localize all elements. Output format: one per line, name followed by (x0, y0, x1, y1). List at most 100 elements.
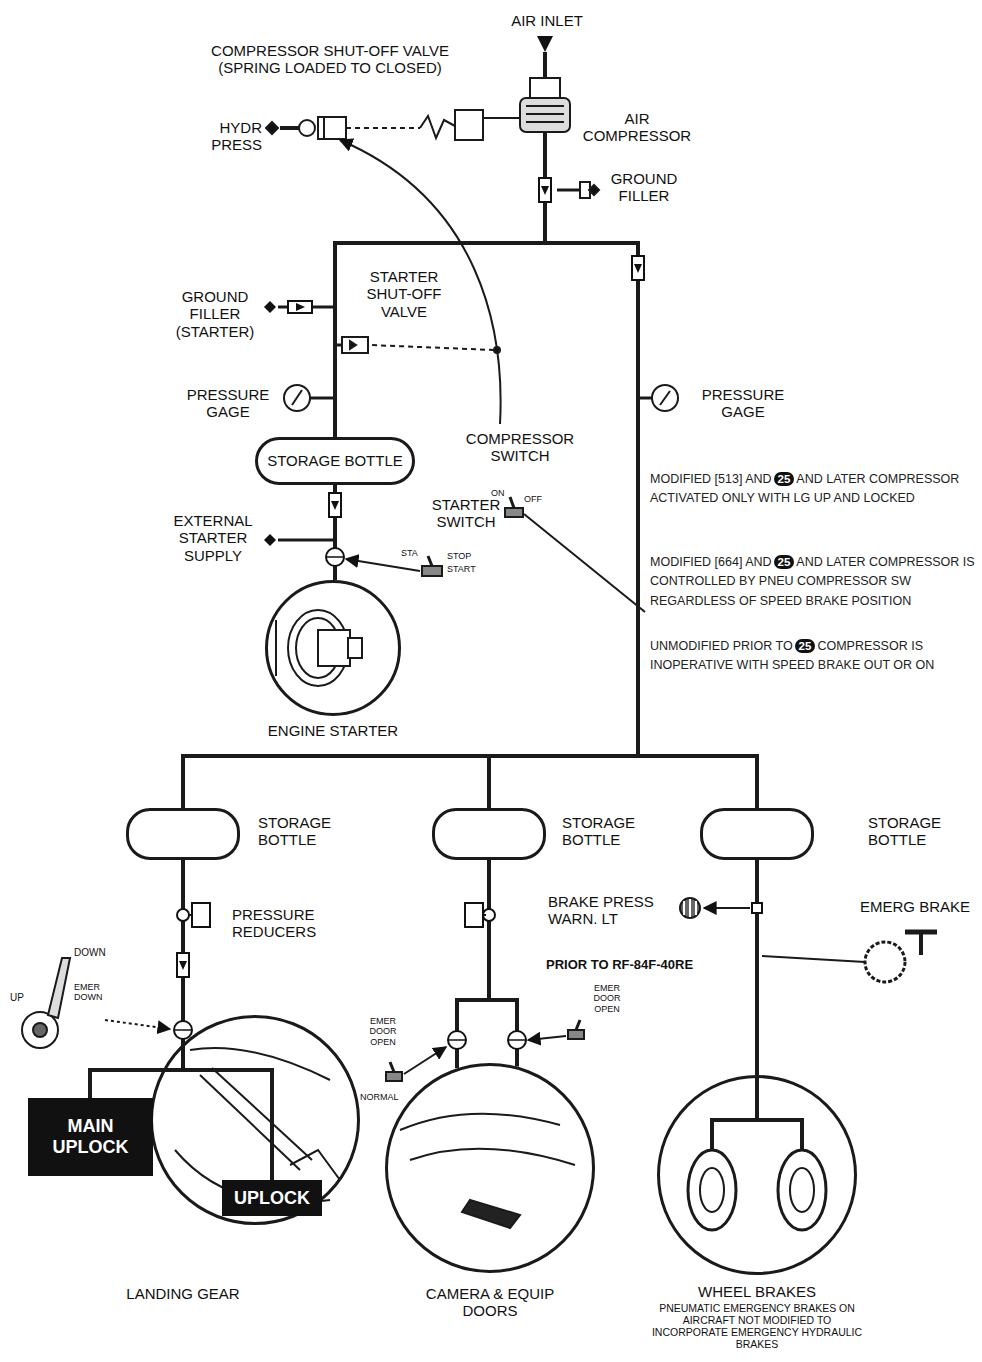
emergency-brake-handle (762, 956, 865, 962)
switch-position: STA (401, 548, 418, 558)
compressor-shutoff-valve (280, 126, 300, 130)
brake-warning-light (680, 898, 700, 918)
door-switch (576, 1020, 580, 1030)
switch-label: STARTER SWITCH (424, 496, 508, 531)
gear-handle (33, 1023, 47, 1037)
note-block: UNMODIFIED PRIOR TO25COMPRESSOR IS INOPE… (650, 637, 976, 676)
brake-warning-light (695, 901, 697, 915)
camera-doors: CAMERA & EQUIP DOORS (385, 1063, 595, 1273)
wheel-drawing (778, 1150, 826, 1230)
brake-warning-light (689, 899, 691, 917)
uplock-box: MAIN UPLOCK (28, 1098, 153, 1176)
engine-starter-drawing (318, 630, 350, 666)
switch-position: EMER DOOR OPEN (584, 983, 630, 1014)
handle-position: UP (10, 992, 24, 1004)
handle-label: EMERG BRAKE (860, 898, 975, 915)
selector-valve (508, 1031, 526, 1049)
starter-ground-filler (264, 301, 335, 313)
ground-filler (557, 182, 599, 198)
gear-handle (105, 1020, 170, 1029)
gear-handle (22, 958, 170, 1048)
engine-starter-drawing (348, 638, 362, 658)
callout-badge: 25 (774, 472, 795, 486)
pneumatic-line (335, 243, 757, 808)
check-valve (632, 256, 644, 280)
storage-bottle: STORAGE BOTTLE (432, 808, 546, 860)
gage-label: PRESSURE GAGE (185, 386, 271, 421)
wheel-drawing (700, 1168, 724, 1212)
pressure-gage (310, 397, 335, 400)
brake-warning-light (680, 898, 750, 918)
switch-label: COMPRESSOR SWITCH (450, 430, 590, 465)
brake-warning-light (704, 907, 750, 909)
engine-starter-drawing (275, 620, 277, 676)
pressure-reducer (189, 914, 192, 916)
landing-gear-drawing (212, 1068, 312, 1160)
door-switch (386, 1020, 584, 1081)
external-starter-supply (264, 534, 335, 546)
landing-gear-drawing (190, 1048, 330, 1080)
air-compressor (530, 78, 560, 98)
node-caption: PNEUMATIC EMERGENCY BRAKES ON AIRCRAFT N… (650, 1302, 864, 1350)
compressor-switch (510, 497, 514, 508)
air-compressor (526, 113, 564, 115)
pneumatic-line (755, 860, 759, 1075)
landing-gear-drawing (200, 1075, 300, 1170)
starter-switch (422, 566, 442, 576)
compressor-shutoff-valve (323, 117, 325, 139)
landing-gear: LANDING GEARMAIN UPLOCKUPLOCK (150, 1015, 360, 1225)
landing-gear-drawing (290, 1150, 340, 1180)
compressor-switch (340, 140, 501, 424)
light-label: BRAKE PRESS WARN. LT (548, 893, 666, 928)
starter-shutoff-valve (342, 337, 368, 353)
pressure-gage (638, 397, 652, 400)
compressor-shutoff-valve (318, 117, 346, 139)
camera-door-drawing (400, 1114, 575, 1228)
pressure-reducer (483, 914, 486, 916)
node-caption: STORAGE BOTTLE (562, 814, 646, 849)
note-text: UNMODIFIED PRIOR TO (650, 639, 793, 653)
air-compressor (420, 116, 455, 138)
ground-filler (557, 189, 580, 192)
wheel-drawing (755, 1078, 759, 1120)
compressor-switch (505, 508, 523, 517)
inlet-label: AIR INLET (497, 12, 597, 29)
node-caption: WHEEL BRAKES (657, 1283, 857, 1300)
handle-position: DOWN (74, 947, 106, 959)
starter-switch (346, 559, 420, 571)
door-switch (568, 1030, 584, 1039)
switch-position: START (447, 564, 476, 574)
pressure-reducer (483, 909, 495, 921)
air-compressor (526, 121, 564, 123)
node-label: MAIN UPLOCK (43, 1116, 138, 1157)
component-label: GROUND FILLER (STARTER) (172, 288, 258, 340)
door-switch (386, 1072, 402, 1081)
switch-position: ON (491, 488, 505, 498)
callout-badge: 25 (774, 555, 795, 569)
selector-valve (448, 1031, 466, 1049)
check-valve (329, 493, 341, 517)
air-inlet (537, 36, 553, 243)
handle-position: EMER DOWN (74, 982, 120, 1003)
camera-door-drawing (410, 1149, 575, 1165)
door-switch (390, 1062, 394, 1072)
note-text: MODIFIED [513] AND (650, 472, 772, 486)
node-label: UPLOCK (234, 1188, 310, 1209)
emergency-brake-handle (919, 932, 923, 955)
starter-shutoff-valve (350, 341, 356, 349)
pressure-gage (284, 385, 310, 411)
engine-starter: ENGINE STARTER (265, 580, 401, 716)
air-compressor (520, 98, 570, 132)
compressor-switch (494, 347, 500, 353)
compressor-switch (340, 140, 645, 612)
valve-label: COMPRESSOR SHUT-OFF VALVE (SPRING LOADED… (205, 42, 455, 77)
component-label: PRESSURE REDUCERS (232, 906, 397, 941)
node-caption: LANDING GEAR (93, 1285, 273, 1302)
note-block: MODIFIED [664] AND25AND LATER COMPRESSOR… (650, 553, 976, 611)
emergency-brake-handle (865, 942, 905, 982)
pressure-gage (660, 391, 670, 405)
external-starter-supply (264, 534, 276, 546)
switch-position: NORMAL (360, 1092, 399, 1102)
compressor-shutoff-valve (266, 122, 278, 134)
